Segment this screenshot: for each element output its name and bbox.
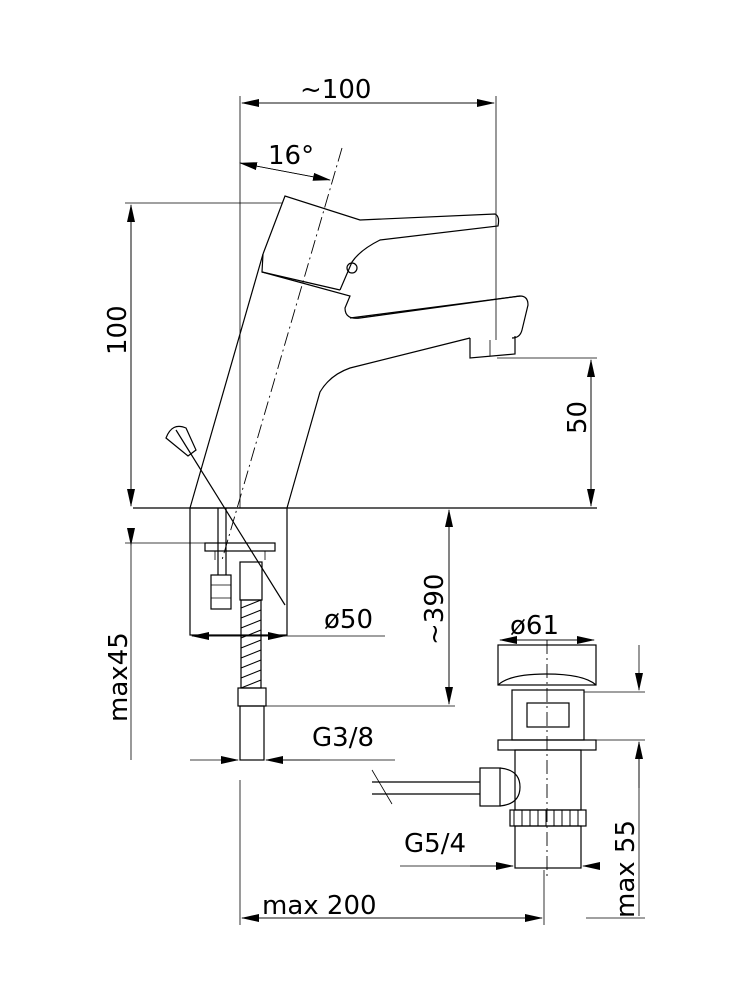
dimension-labels: ~100 16° 100 50 max45 ~390 ø50 G3/8 ø61 … [103,75,641,921]
label-height-total: 100 [103,305,133,355]
label-width-top: ~100 [300,75,371,105]
label-waste-max: max 55 [611,820,641,918]
faucet-body [133,96,597,561]
label-waste-diameter: ø61 [510,611,559,641]
label-hole-diameter: ø50 [324,605,373,635]
waste-valve [371,640,597,880]
label-waste-thread: G5/4 [404,829,466,859]
label-angle: 16° [268,141,314,171]
label-spout-height: 50 [563,401,593,434]
label-mount-max: max45 [104,632,134,722]
label-thread-inlet: G3/8 [312,723,374,753]
label-reach-max: max 200 [262,891,377,921]
label-hose-length: ~390 [420,574,450,645]
dimension-lines [125,96,645,925]
mounting-section [165,425,288,761]
